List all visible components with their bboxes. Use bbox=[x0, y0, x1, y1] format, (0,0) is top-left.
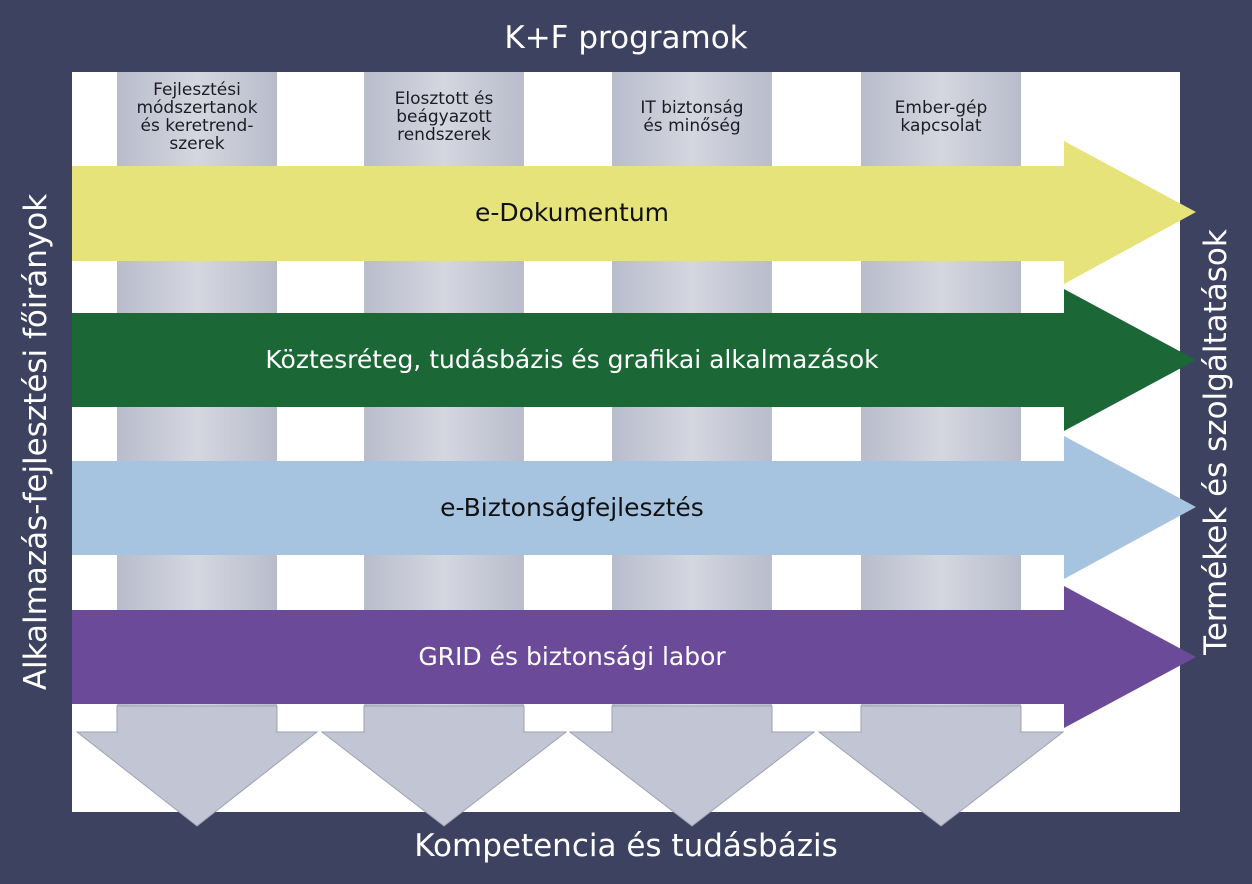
band-arrow-3 bbox=[72, 436, 1196, 579]
band-arrow-2 bbox=[72, 289, 1196, 431]
band-label-4: GRID és biztonsági labor bbox=[418, 642, 726, 671]
down-arrow-1 bbox=[75, 705, 319, 827]
bottom-arrows bbox=[75, 705, 1065, 827]
column-header-2: Elosztott és beágyazott rendszerek bbox=[394, 89, 494, 145]
column-header-1: Fejlesztési módszertanok és keretrend- s… bbox=[136, 80, 258, 154]
right-title: Termékek és szolgáltatások bbox=[1198, 229, 1234, 655]
column-header-3: IT biztonság és minőség bbox=[640, 98, 744, 136]
down-arrow-4 bbox=[817, 705, 1065, 827]
left-title: Alkalmazás-fejlesztési főirányok bbox=[18, 193, 54, 691]
column-header-4: Ember-gép kapcsolat bbox=[894, 98, 988, 136]
down-arrow-3 bbox=[568, 705, 816, 827]
top-title: K+F programok bbox=[504, 20, 748, 56]
band-label-1: e-Dokumentum bbox=[474, 198, 670, 227]
band-arrow-1 bbox=[72, 141, 1196, 284]
band-label-3: e-Biztonságfejlesztés bbox=[440, 493, 704, 522]
down-arrow-2 bbox=[320, 705, 568, 827]
band-arrow-4 bbox=[72, 586, 1196, 728]
bottom-title: Kompetencia és tudásbázis bbox=[414, 828, 838, 864]
band-label-2: Köztesréteg, tudásbázis és grafikai alka… bbox=[265, 345, 879, 374]
